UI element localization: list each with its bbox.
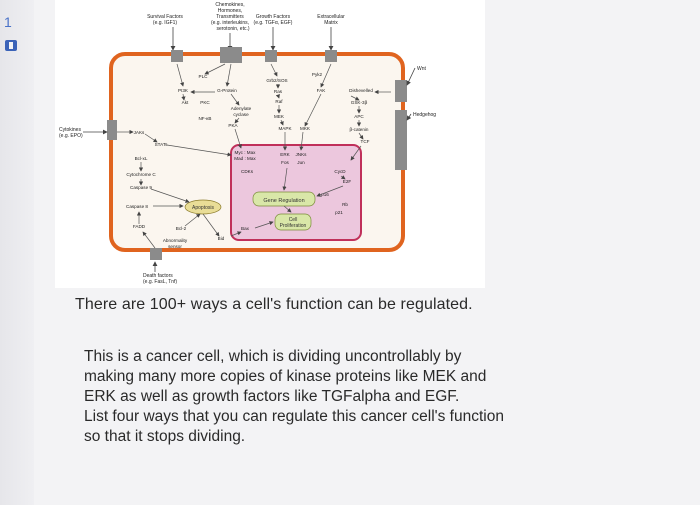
node-bid: Bid bbox=[218, 236, 225, 241]
node-raf: Raf bbox=[275, 99, 283, 104]
node-bcl2: Bcl-2 bbox=[176, 226, 187, 231]
receptor-frizzled bbox=[395, 80, 407, 102]
node-caspase8: Caspase 8 bbox=[126, 204, 148, 209]
label-death-eg: (e.g. FasL, Tnf) bbox=[143, 279, 177, 285]
node-b-catenin: β-catenin bbox=[350, 127, 369, 132]
node-ras: Ras bbox=[274, 89, 283, 94]
label-transmitters-eg2: serotonin, etc.) bbox=[216, 26, 249, 32]
signaling-diagram: Chemokines, Hormones, Transmitters (e.g.… bbox=[55, 0, 485, 288]
diagram-caption: There are 100+ ways a cell's function ca… bbox=[75, 296, 473, 313]
label-transmitters: Transmitters bbox=[216, 14, 244, 20]
receptor-cytokine bbox=[107, 120, 117, 140]
node-jaks: JAKs bbox=[134, 130, 145, 135]
label-growth-eg: (e.g. TGFα, EGF) bbox=[254, 20, 293, 26]
node-mek: MEK bbox=[274, 114, 285, 119]
cell-proliferation-label2: Proliferation bbox=[280, 223, 307, 229]
node-caspase9: Caspase 9 bbox=[130, 185, 152, 190]
node-cytochrome-c: Cytochrome C bbox=[126, 172, 156, 177]
label-hedgehog: Hedgehog bbox=[413, 112, 436, 118]
node-nfkb: NF-κB bbox=[198, 116, 211, 121]
question-line-3: ERK as well as growth factors like TGFal… bbox=[84, 388, 460, 405]
question-line-1: This is a cancer cell, which is dividing… bbox=[84, 348, 462, 365]
question-text: This is a cancer cell, which is dividing… bbox=[84, 347, 604, 447]
node-fadd: FADD bbox=[133, 224, 146, 229]
node-tcf: TCF bbox=[361, 139, 370, 144]
node-rb: Rb bbox=[342, 202, 348, 207]
cell-proliferation-label: Cell bbox=[289, 217, 298, 223]
node-g-protein: G-Protein bbox=[217, 88, 237, 93]
node-p21: p21 bbox=[335, 210, 343, 215]
node-jun: Jun bbox=[297, 160, 305, 165]
node-stats: STATs bbox=[155, 142, 169, 147]
label-hormones: Hormones, bbox=[218, 8, 242, 14]
question-line-2: making many more copies of kinase protei… bbox=[84, 368, 487, 385]
label-cytokines-eg: (e.g. EPO) bbox=[59, 133, 83, 139]
node-pyk2: Pyk2 bbox=[312, 72, 323, 77]
node-cdks: CDKs bbox=[241, 169, 254, 174]
node-mapk: MAPK bbox=[278, 126, 292, 131]
label-survival-factors: Survival Factors bbox=[147, 14, 183, 20]
flag-icon[interactable] bbox=[5, 40, 17, 51]
receptor-rtk bbox=[265, 50, 277, 62]
node-mkk: MKK bbox=[300, 126, 311, 131]
node-mad-max: Mad : Max bbox=[234, 156, 256, 161]
node-bax: Bax bbox=[241, 226, 250, 231]
node-e2f: E2F bbox=[343, 179, 352, 184]
node-pkc: PKC bbox=[200, 100, 210, 105]
node-abnormality-sensor2: sensor bbox=[168, 244, 182, 249]
label-death-factors: Death factors bbox=[143, 273, 173, 279]
label-cytokines: Cytokines bbox=[59, 127, 81, 133]
node-myc-max: Myc : Max bbox=[235, 150, 257, 155]
question-number: 1 bbox=[4, 14, 12, 30]
left-gutter: 1 bbox=[0, 0, 34, 505]
node-jnk: JNKs bbox=[296, 152, 308, 157]
node-fak: FAK bbox=[317, 88, 327, 93]
node-grb2sos: Grb2/SOS bbox=[266, 78, 287, 83]
receptor-gpcr bbox=[220, 47, 242, 63]
node-pi3k: PI3K bbox=[178, 88, 189, 93]
label-transmitters-eg: (e.g. interleukins, bbox=[211, 20, 249, 26]
receptor-fas bbox=[150, 248, 162, 260]
node-gsk3b: GSK-3β bbox=[351, 100, 368, 105]
label-survival-eg: (e.g. IGF1) bbox=[153, 20, 178, 26]
node-cycd: CycD bbox=[334, 169, 346, 174]
node-pka: PKA bbox=[228, 123, 238, 128]
receptor-integrin bbox=[325, 50, 337, 62]
label-extracellular2: Matrix bbox=[324, 20, 338, 26]
gene-regulation-label: Gene Regulation bbox=[263, 198, 304, 204]
label-extracellular: Extracellular bbox=[317, 14, 345, 20]
node-erk: ERK bbox=[280, 152, 290, 157]
apoptosis-label: Apoptosis bbox=[192, 205, 214, 211]
label-growth-factors: Growth Factors bbox=[256, 14, 291, 20]
node-akt: Akt bbox=[182, 100, 189, 105]
label-wnt: Wnt bbox=[417, 66, 427, 72]
node-abnormality-sensor: Abnormality bbox=[163, 238, 188, 243]
node-dishevelled: Dishevelled bbox=[349, 88, 373, 93]
question-line-4: List four ways that you can regulate thi… bbox=[84, 408, 504, 425]
node-p16: p16 bbox=[321, 192, 329, 197]
node-fos: Fos bbox=[281, 160, 289, 165]
label-chemokines: Chemokines, bbox=[215, 2, 244, 8]
cell-proliferation-box bbox=[274, 213, 312, 231]
node-cyclase: cyclase bbox=[233, 112, 249, 117]
node-adenylate: Adenylate bbox=[231, 106, 252, 111]
receptor-survival bbox=[171, 50, 183, 62]
node-apc: APC bbox=[354, 114, 364, 119]
node-plc: PLC bbox=[199, 74, 209, 79]
question-line-5: so that it stops dividing. bbox=[84, 428, 246, 445]
node-bclxl: Bcl-xL bbox=[135, 156, 148, 161]
receptor-hedgehog bbox=[395, 110, 407, 170]
